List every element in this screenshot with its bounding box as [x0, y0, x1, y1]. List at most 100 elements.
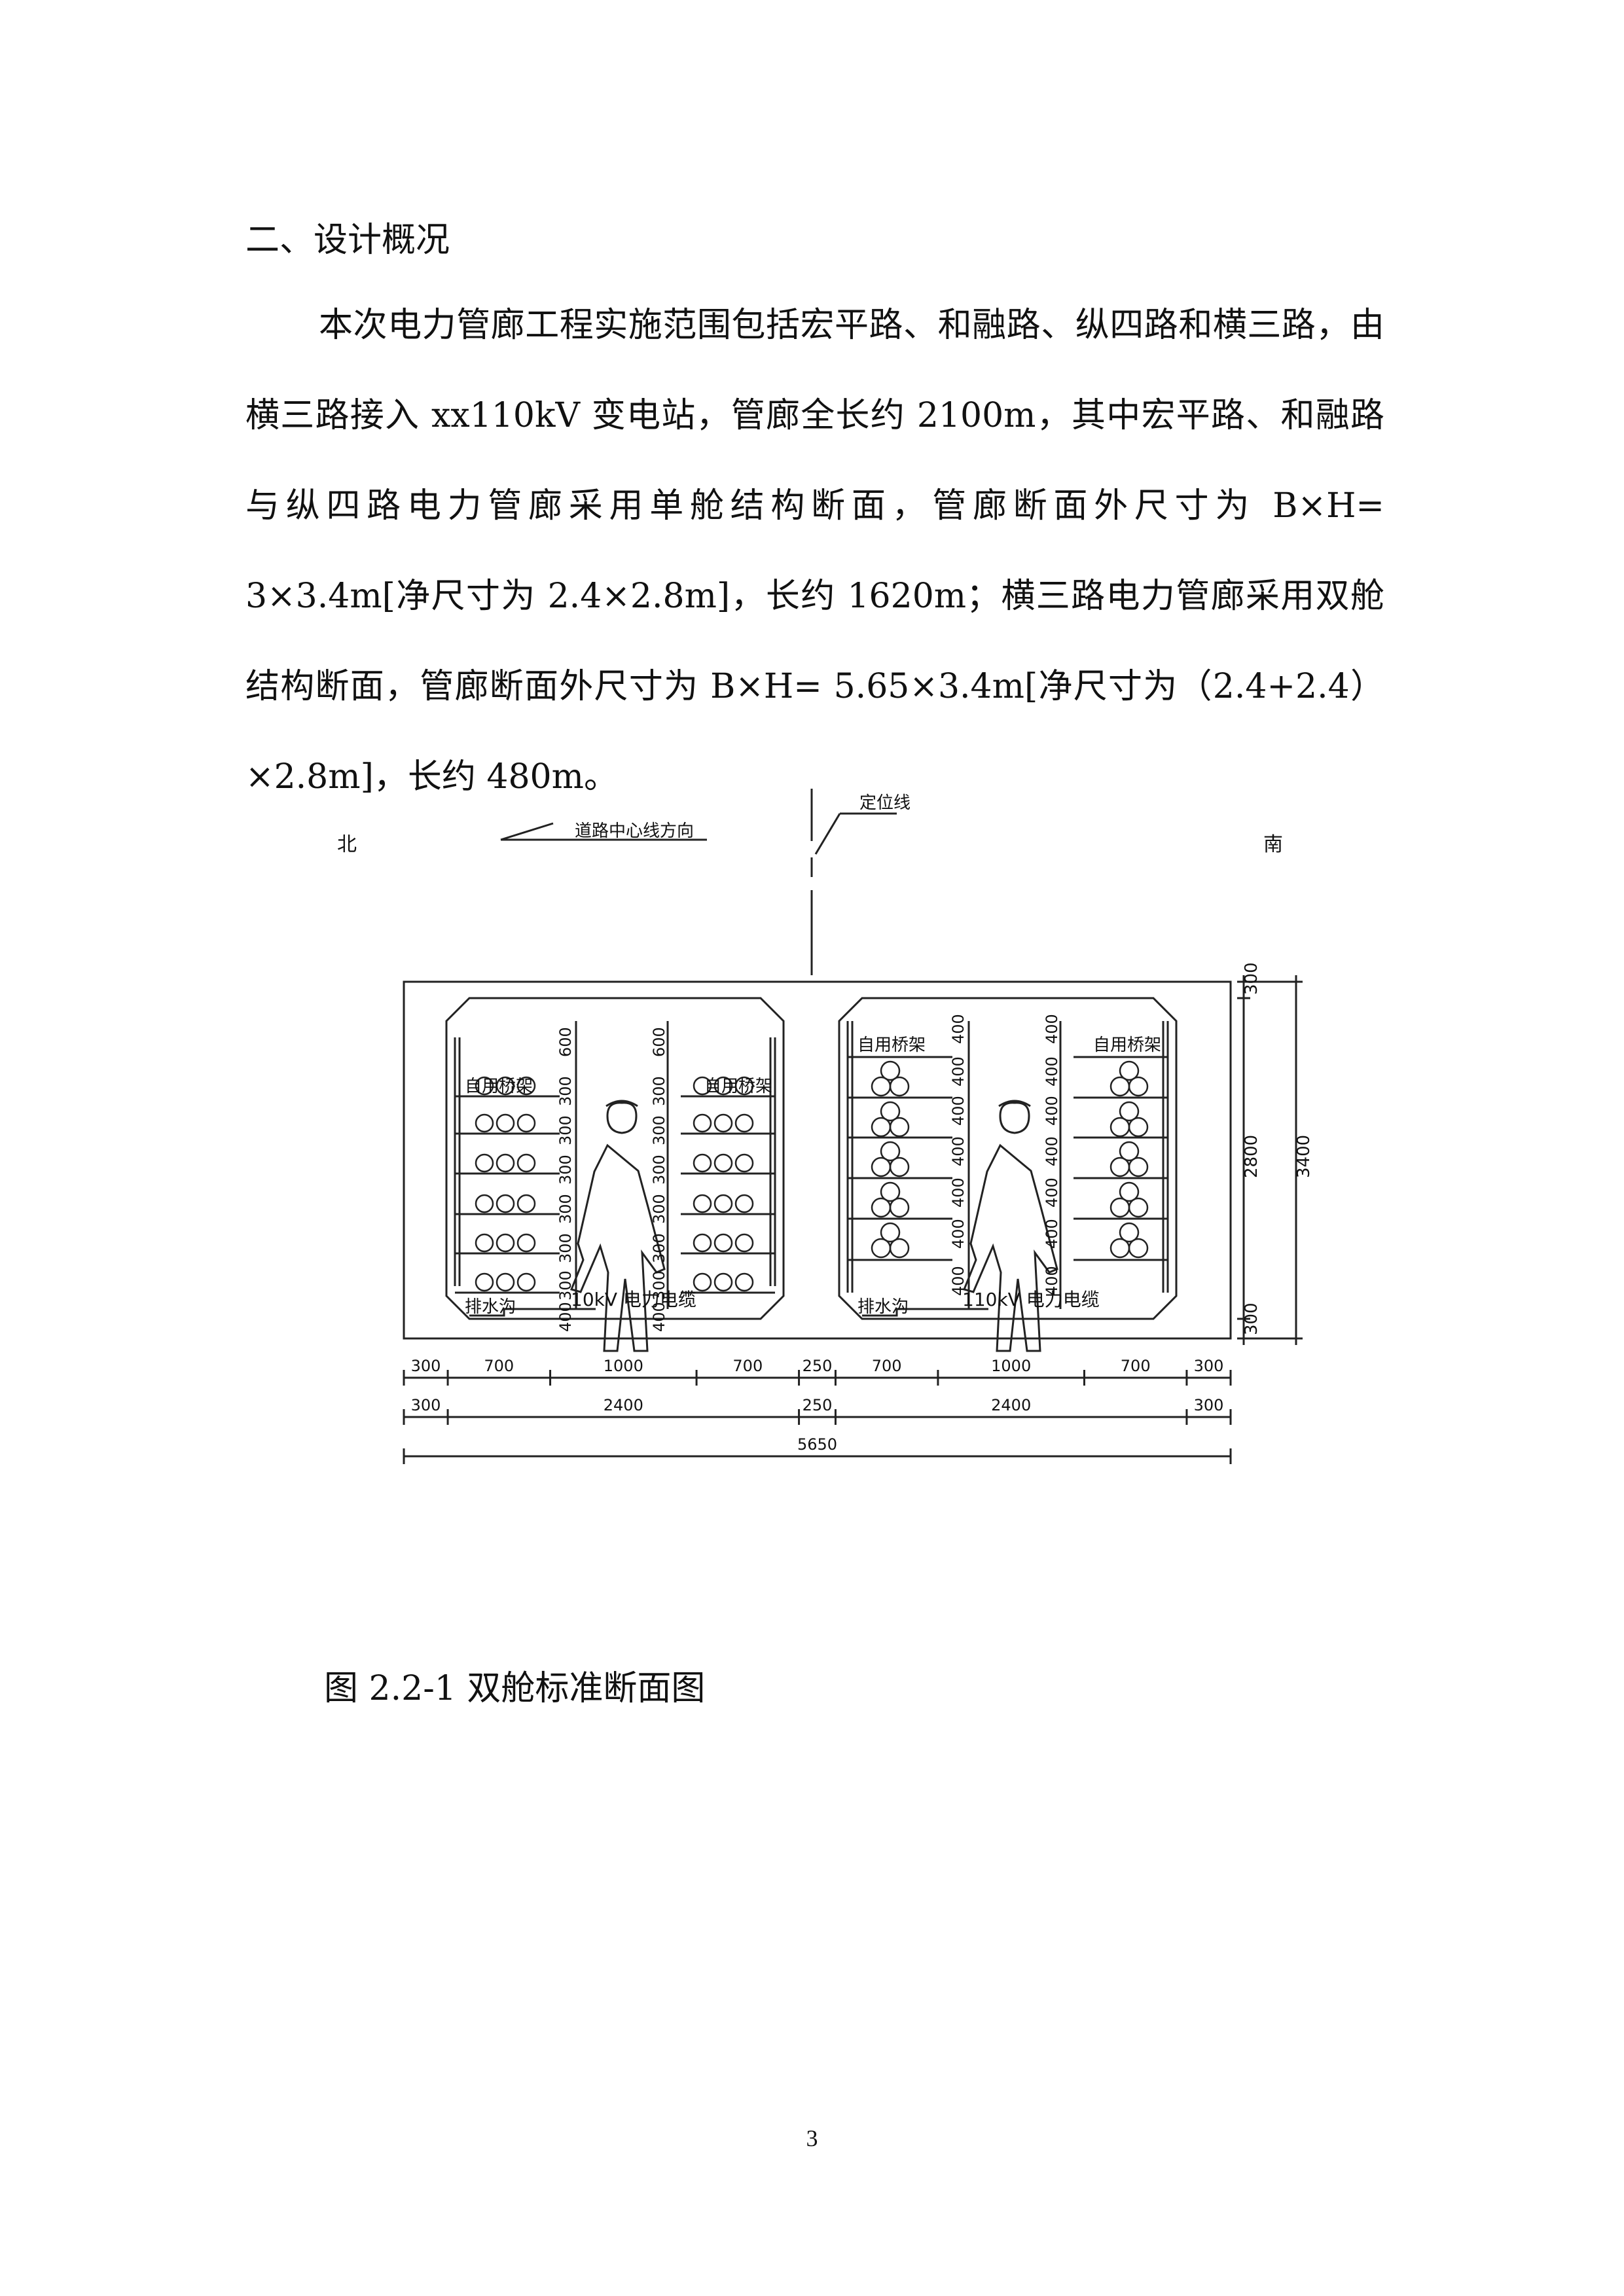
bottom-dim-row1: 700	[872, 1357, 902, 1375]
trefoil-cable	[889, 1238, 910, 1259]
bottom-dim-row2: 250	[803, 1396, 833, 1414]
cable-circle	[475, 1233, 494, 1253]
trefoil-cable	[871, 1117, 892, 1138]
cable-circle	[516, 1272, 536, 1292]
right-spacing-dim: 400	[949, 1266, 967, 1296]
left-spacing-dim: 600	[556, 1027, 575, 1057]
left-spacing-dim: 300	[556, 1155, 575, 1185]
trefoil-cable	[1119, 1181, 1140, 1202]
right-spacing-dim: 400	[1043, 1056, 1061, 1086]
cable-circle	[516, 1113, 536, 1133]
bottom-dim-row1: 700	[1121, 1357, 1151, 1375]
worker-figure-left	[569, 1100, 666, 1352]
trefoil-cable	[889, 1197, 910, 1218]
trefoil-cable	[871, 1197, 892, 1218]
left-cable-label: 10kV 电力电缆	[571, 1289, 696, 1310]
left-spacing-dim: 300	[650, 1115, 668, 1145]
trefoil-cable	[1110, 1238, 1130, 1259]
bottom-dim-row1: 1000	[991, 1357, 1031, 1375]
dim-vertical-inner: 2800	[1242, 1135, 1261, 1178]
right-spacing-dim: 400	[1043, 1219, 1061, 1249]
cable-circle	[475, 1153, 494, 1173]
worker-figure-right	[962, 1100, 1058, 1352]
left-spacing-dim: 300	[650, 1270, 668, 1300]
cable-circle	[713, 1272, 733, 1292]
cable-circle	[475, 1113, 494, 1133]
left-spacing-dim: 300	[556, 1115, 575, 1145]
dim-vertical-top: 300	[1242, 962, 1261, 995]
trefoil-cable	[1110, 1197, 1130, 1218]
trefoil-cable	[880, 1222, 901, 1243]
bottom-dim-row1: 1000	[604, 1357, 643, 1375]
road-direction-label: 道路中心线方向	[575, 821, 694, 841]
cable-circle	[713, 1113, 733, 1133]
dim-vertical-bottom: 300	[1242, 1302, 1261, 1335]
left-spacing-dim: 300	[556, 1076, 575, 1106]
cable-circle	[516, 1233, 536, 1253]
figure-caption: 图 2.2-1 双舱标准断面图	[324, 1669, 706, 1708]
bottom-dim-row1: 300	[1194, 1357, 1224, 1375]
bottom-dim-row1: 250	[803, 1357, 833, 1375]
right-tray-label-b: 自用桥架	[1093, 1035, 1161, 1055]
cable-circle	[693, 1272, 712, 1292]
cable-circle	[475, 1194, 494, 1213]
trefoil-cable	[889, 1157, 910, 1177]
section-heading: 二、设计概况	[245, 221, 450, 260]
south-label: 南	[1263, 833, 1283, 856]
trefoil-cable	[889, 1117, 910, 1138]
trefoil-cable	[871, 1157, 892, 1177]
trefoil-cable	[1128, 1076, 1149, 1097]
left-spacing-dim: 600	[650, 1027, 668, 1057]
left-spacing-dim: 400	[556, 1302, 575, 1332]
trefoil-cable	[880, 1101, 901, 1122]
left-spacing-dim: 300	[650, 1155, 668, 1185]
cable-circle	[496, 1113, 515, 1133]
trefoil-cable	[1110, 1117, 1130, 1138]
bottom-dim-row1: 700	[484, 1357, 514, 1375]
left-spacing-dim: 300	[650, 1076, 668, 1106]
cable-circle	[713, 1076, 733, 1096]
cable-circle	[713, 1153, 733, 1173]
left-spacing-dim: 300	[556, 1194, 575, 1224]
trefoil-cable	[1119, 1101, 1140, 1122]
cable-circle	[516, 1076, 536, 1096]
cable-circle	[496, 1153, 515, 1173]
bottom-dim-row1: 300	[411, 1357, 441, 1375]
cable-circle	[713, 1233, 733, 1253]
bottom-dim-row2: 300	[1194, 1396, 1224, 1414]
cable-circle	[734, 1076, 754, 1096]
trefoil-cable	[1119, 1222, 1140, 1243]
bottom-dim-row2: 300	[411, 1396, 441, 1414]
cable-circle	[693, 1233, 712, 1253]
left-spacing-dim: 300	[556, 1233, 575, 1263]
right-spacing-dim: 400	[1043, 1266, 1061, 1296]
cable-circle	[734, 1153, 754, 1173]
section-paragraph: 本次电力管廊工程实施范围包括宏平路、和融路、纵四路和横三路，由横三路接入 xx1…	[245, 306, 1384, 797]
trefoil-cable	[1128, 1197, 1149, 1218]
page-number: 3	[806, 2125, 818, 2151]
trefoil-cable	[889, 1076, 910, 1097]
cable-circle	[734, 1233, 754, 1253]
cable-circle	[496, 1076, 515, 1096]
trefoil-cable	[1110, 1076, 1130, 1097]
right-spacing-dim: 400	[949, 1056, 967, 1086]
north-label: 北	[337, 833, 357, 856]
bottom-dim-row2: 2400	[604, 1396, 643, 1414]
cable-circle	[516, 1194, 536, 1213]
trefoil-cable	[1128, 1157, 1149, 1177]
left-spacing-dim: 300	[556, 1270, 575, 1300]
trefoil-cable	[880, 1181, 901, 1202]
cable-circle	[496, 1272, 515, 1292]
trefoil-cable	[880, 1141, 901, 1162]
trefoil-cable	[871, 1238, 892, 1259]
trefoil-cable	[1110, 1157, 1130, 1177]
right-spacing-dim: 400	[949, 1096, 967, 1126]
left-drain-label: 排水沟	[465, 1297, 516, 1317]
left-spacing-dim: 400	[650, 1302, 668, 1332]
cable-circle	[693, 1194, 712, 1213]
trefoil-cable	[871, 1076, 892, 1097]
cable-circle	[713, 1194, 733, 1213]
cable-circle	[734, 1113, 754, 1133]
right-spacing-dim: 400	[1043, 1014, 1061, 1044]
cable-circle	[693, 1076, 712, 1096]
